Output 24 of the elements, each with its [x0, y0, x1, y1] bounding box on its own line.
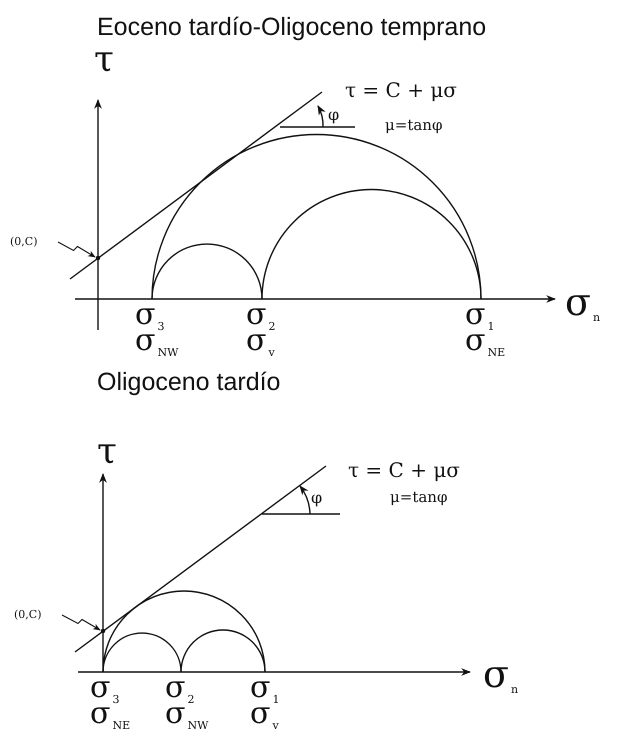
- stress-label: σ$_{1}$: [250, 673, 280, 705]
- leader-line: [62, 614, 101, 630]
- intercept-point: [100, 628, 106, 634]
- angle-label: φ: [311, 490, 322, 506]
- stress-label: σ$_{1}$: [465, 300, 494, 332]
- equation: μ=tanφ: [385, 118, 442, 133]
- equation: τ = C + μσ: [348, 460, 460, 480]
- axis-label: τ: [97, 434, 117, 470]
- equation: μ=tanφ: [390, 490, 448, 505]
- stress-label: σ$_{3}$: [135, 300, 164, 332]
- panel-title: Eoceno tardío-Oligoceno temprano: [97, 15, 486, 40]
- axis-label: σ$_{n}$: [565, 283, 600, 323]
- stress-label: σ$_{2}$: [165, 673, 194, 705]
- point-label: (0,C): [14, 609, 42, 620]
- leader-line: [58, 242, 96, 258]
- axis-label: σ$_{n}$: [483, 655, 518, 695]
- panel-title: Oligoceno tardío: [97, 370, 280, 395]
- stress-label: σ$_{2}$: [246, 300, 276, 332]
- intercept-point: [96, 256, 100, 260]
- stress-label: σ$_{3}$: [90, 673, 120, 705]
- point-label: (0,C): [10, 236, 38, 247]
- angle-label: φ: [328, 107, 340, 123]
- axis-label: τ: [94, 42, 114, 78]
- equation: τ = C + μσ: [345, 80, 457, 100]
